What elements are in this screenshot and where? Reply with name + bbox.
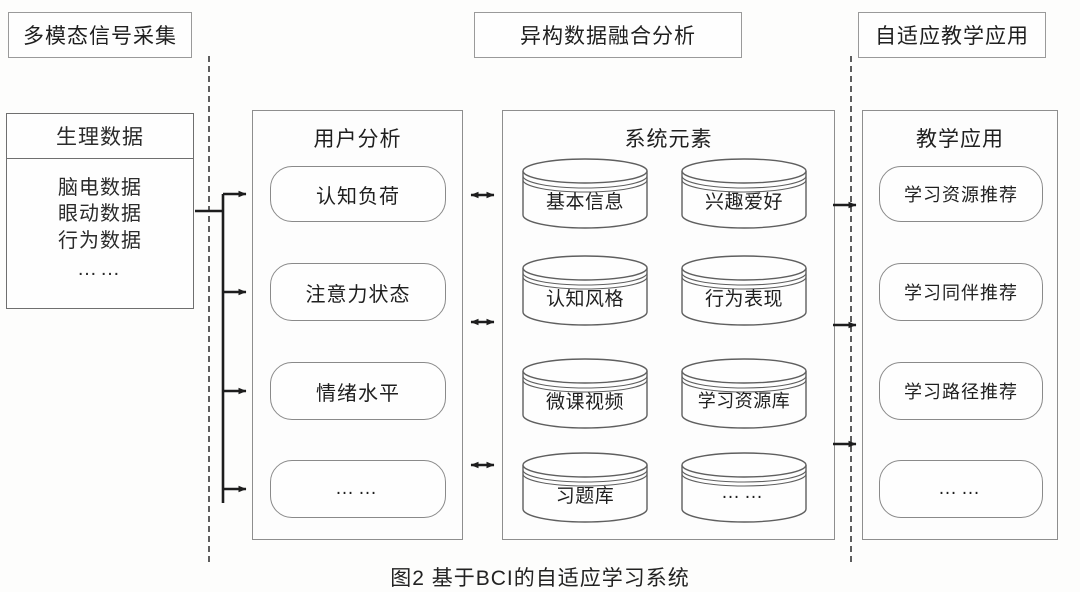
db-cylinder-micro-lecture-video[interactable]: 微课视频 — [521, 357, 649, 429]
db-cylinder-label: 认知风格 — [545, 288, 624, 310]
list-item: 眼动数据 — [58, 203, 142, 226]
db-cylinder-behavior-performance[interactable]: 行为表现 — [680, 254, 808, 326]
stage-divider-right — [850, 56, 852, 562]
user-analysis-item-emotion-level[interactable]: 情绪水平 — [270, 362, 446, 420]
db-cylinder-label: 行为表现 — [704, 288, 783, 310]
physiological-data-box: 生理数据 脑电数据 眼动数据 行为数据 …… — [6, 113, 194, 309]
db-cylinder-interests[interactable]: 兴趣爱好 — [680, 157, 808, 229]
system-elements-title: 系统元素 — [503, 123, 834, 153]
db-cylinder-label: 学习资源库 — [697, 391, 791, 411]
physiological-data-title: 生理数据 — [7, 114, 193, 159]
db-cylinder-basic-info[interactable]: 基本信息 — [521, 157, 649, 229]
teaching-application-item-more[interactable]: …… — [879, 460, 1043, 518]
stage-divider-left — [208, 56, 210, 562]
db-cylinder-exercise-bank[interactable]: 习题库 — [521, 451, 649, 523]
db-cylinder-label: 习题库 — [555, 485, 615, 507]
stage-header-fusion: 异构数据融合分析 — [474, 12, 742, 58]
physiological-data-list: 脑电数据 眼动数据 行为数据 …… — [7, 159, 193, 283]
user-analysis-item-cognitive-load[interactable]: 认知负荷 — [270, 166, 446, 222]
pill-label: 学习同伴推荐 — [904, 283, 1018, 303]
physiological-data-title-label: 生理数据 — [56, 126, 144, 149]
db-cylinder-label: 兴趣爱好 — [704, 191, 783, 213]
list-item-ellipsis: …… — [77, 258, 123, 281]
user-analysis-item-attention-state[interactable]: 注意力状态 — [270, 263, 446, 321]
db-cylinder-learning-resource-library[interactable]: 学习资源库 — [680, 357, 808, 429]
pill-label: 学习路径推荐 — [904, 382, 1018, 402]
teaching-application-item-peer-recommendation[interactable]: 学习同伴推荐 — [879, 263, 1043, 321]
db-cylinder-more[interactable]: …… — [680, 451, 808, 523]
pill-label: 注意力状态 — [305, 283, 411, 306]
pill-label: 认知负荷 — [316, 185, 400, 208]
system-elements-title-label: 系统元素 — [624, 128, 713, 151]
user-analysis-item-more[interactable]: …… — [270, 460, 446, 518]
user-analysis-title-label: 用户分析 — [313, 128, 402, 151]
stage-header-application-label: 自适应教学应用 — [875, 25, 1029, 48]
pill-label: …… — [938, 478, 984, 499]
db-cylinder-label: 微课视频 — [545, 391, 624, 413]
db-cylinder-cognitive-style[interactable]: 认知风格 — [521, 254, 649, 326]
list-item: 行为数据 — [58, 229, 142, 252]
pill-label: 情绪水平 — [316, 382, 400, 405]
list-item: 脑电数据 — [58, 177, 142, 199]
stage-header-application: 自适应教学应用 — [858, 12, 1046, 58]
figure-caption: 图2 基于BCI的自适应学习系统 — [0, 562, 1080, 592]
pill-label: …… — [335, 478, 381, 499]
teaching-application-title-label: 教学应用 — [916, 128, 1004, 151]
stage-header-acquisition-label: 多模态信号采集 — [23, 25, 177, 48]
db-cylinder-label: 基本信息 — [545, 191, 624, 213]
db-cylinder-label: …… — [721, 482, 767, 503]
teaching-application-item-resource-recommendation[interactable]: 学习资源推荐 — [879, 166, 1043, 222]
figure-caption-label: 图2 基于BCI的自适应学习系统 — [390, 567, 690, 590]
user-analysis-title: 用户分析 — [253, 123, 462, 153]
teaching-application-title: 教学应用 — [863, 123, 1057, 153]
stage-header-fusion-label: 异构数据融合分析 — [520, 25, 696, 48]
pill-label: 学习资源推荐 — [904, 185, 1018, 205]
teaching-application-item-path-recommendation[interactable]: 学习路径推荐 — [879, 362, 1043, 420]
stage-header-acquisition: 多模态信号采集 — [8, 12, 192, 58]
